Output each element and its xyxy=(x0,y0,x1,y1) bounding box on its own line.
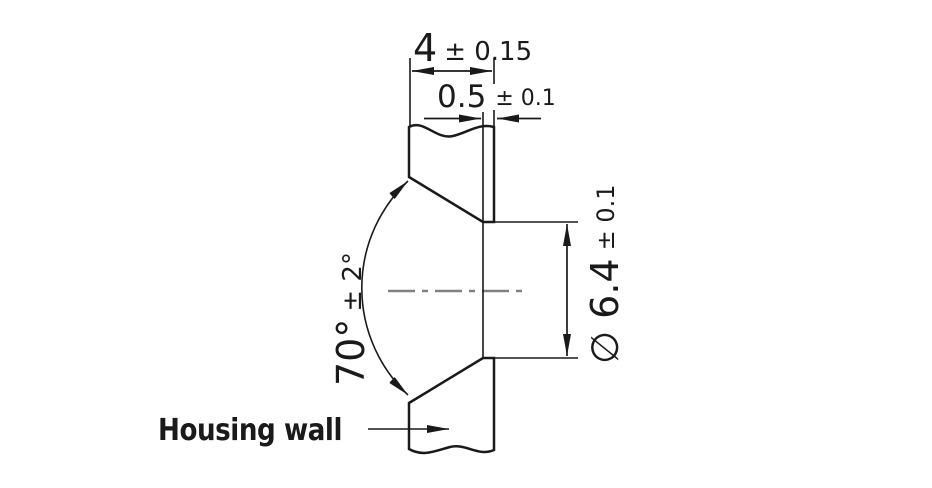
angle-dimension-arc xyxy=(360,180,409,396)
angle-dimension: 70°± 2° xyxy=(329,180,409,396)
housing-wall-label: Housing wall xyxy=(158,413,342,448)
thickness-dimension-text: 4± 0.15 xyxy=(413,26,532,70)
housing-wall-callout: Housing wall xyxy=(158,413,449,448)
depth-dimension-text: 0.5± 0.1 xyxy=(437,79,556,115)
angle-dimension-text: 70°± 2° xyxy=(329,252,373,386)
diameter-dimension: ∅ 6.4± 0.1 xyxy=(494,184,627,364)
depth-dimension: 0.5± 0.1 xyxy=(424,79,556,123)
thickness-dimension: 4± 0.15 xyxy=(409,26,532,126)
wall-section xyxy=(407,112,496,455)
diameter-dimension-text: ∅ 6.4± 0.1 xyxy=(583,184,627,364)
wall-section-above-hole xyxy=(407,124,496,224)
wall-section-below-hole xyxy=(407,356,496,455)
